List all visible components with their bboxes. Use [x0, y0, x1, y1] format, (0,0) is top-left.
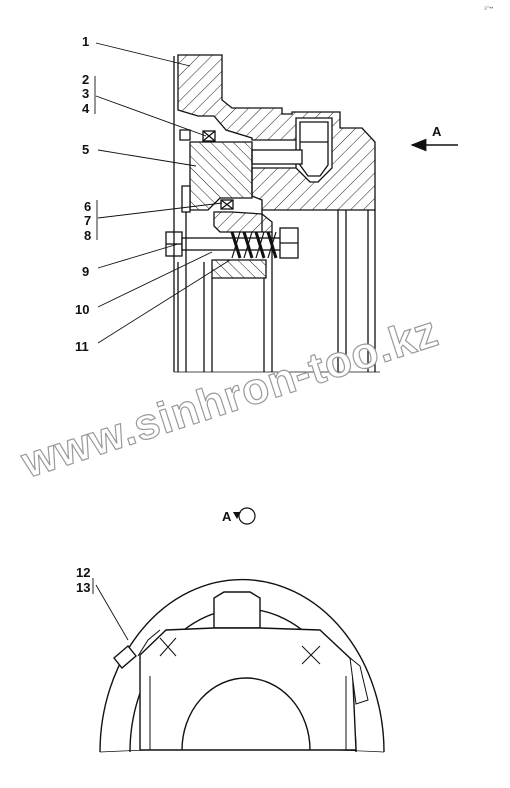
bolt-shank [251, 149, 303, 165]
callout-4: 4 [82, 101, 90, 116]
callout-12: 12 [76, 565, 90, 580]
outer-rim [99, 578, 385, 753]
callout-6: 6 [84, 199, 91, 214]
hub-body [139, 627, 357, 751]
view-arrow-label: A [432, 124, 442, 139]
callout-13: 13 [76, 580, 90, 595]
corner-mark: з°•• [484, 6, 493, 12]
callout-9: 9 [82, 264, 89, 279]
callout-8: 8 [84, 228, 91, 243]
callout-5: 5 [82, 142, 89, 157]
section-view [165, 54, 380, 373]
callout-3: 3 [82, 86, 89, 101]
cross-mark-left [159, 637, 177, 657]
spring-part-11 [230, 231, 278, 259]
callout-2: 2 [82, 72, 89, 87]
cross-mark-right [301, 645, 321, 665]
view-mark-circle-icon [238, 507, 256, 525]
spring-sleeve [213, 211, 273, 233]
part-12-13 [113, 644, 137, 670]
view-a [99, 578, 385, 753]
leader-lines [92, 42, 231, 641]
bolt-head [299, 121, 329, 177]
view-mark-label: A [222, 509, 232, 524]
spring-seat [211, 259, 267, 279]
callout-1: 1 [82, 34, 89, 49]
callout-7: 7 [84, 213, 91, 228]
callout-11: 11 [75, 339, 89, 354]
callout-10: 10 [75, 302, 89, 317]
top-lug [213, 591, 261, 629]
bore [181, 677, 311, 751]
watermark: www.sinhron-too.kz [15, 307, 444, 488]
